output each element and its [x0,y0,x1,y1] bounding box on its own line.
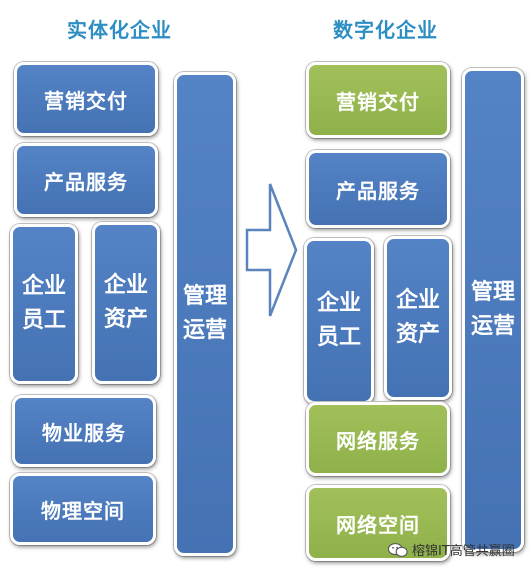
left-space-box: 物理空间 [10,473,156,545]
right-network-service-box: 网络服务 [306,402,450,476]
right-network-space-box: 网络空间 [306,485,450,561]
left-assets-box: 企业资产 [92,222,160,384]
right-product-box: 产品服务 [306,150,450,228]
watermark-text: 榕锦IT高管共赢圈 [412,544,515,559]
wechat-icon [388,542,408,557]
right-marketing-box: 营销交付 [306,62,450,138]
left-property-box: 物业服务 [12,395,156,467]
right-assets-box: 企业资产 [384,236,452,400]
left-employee-box: 企业员工 [10,224,78,384]
left-product-box: 产品服务 [14,143,158,217]
left-title: 实体化企业 [67,18,172,42]
right-employee-box: 企业员工 [304,238,374,404]
watermark: 榕锦IT高管共赢圈 [388,540,515,559]
right-management-box: 管理运营 [462,68,524,552]
transform-arrow-icon [245,183,298,317]
left-management-box: 管理运营 [174,72,236,556]
right-title: 数字化企业 [333,18,438,42]
left-marketing-box: 营销交付 [14,62,158,136]
